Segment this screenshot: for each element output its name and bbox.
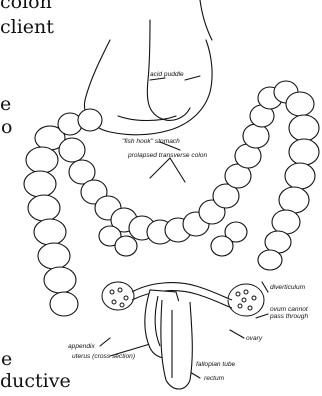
label-fish-hook-stomach: "fish hook" stomach: [122, 139, 180, 146]
label-diverticulum: diverticulum: [270, 285, 305, 292]
right-ovary-cluster: [228, 284, 264, 316]
label-appendix: appendix: [68, 344, 95, 351]
label-acid-puddle: acid puddle: [150, 72, 184, 79]
label-ovum-line-2: pass through: [270, 314, 308, 321]
rectum: [161, 300, 193, 389]
left-ovary-cluster: [102, 282, 134, 310]
label-prolapsed-transverse-colon: prolapsed transverse colon: [128, 153, 207, 160]
label-fallopian-tube: fallopian tube: [196, 362, 235, 369]
colon: [24, 81, 319, 316]
esophagus: [200, 0, 212, 40]
label-rectum: rectum: [204, 376, 224, 383]
label-ovum-cannot-pass-through: ovum cannot pass through: [270, 307, 308, 321]
label-ovary: ovary: [246, 336, 262, 343]
label-uterus-cross-section: uterus (cross section): [72, 354, 135, 361]
pelvic-organs: [132, 283, 232, 389]
